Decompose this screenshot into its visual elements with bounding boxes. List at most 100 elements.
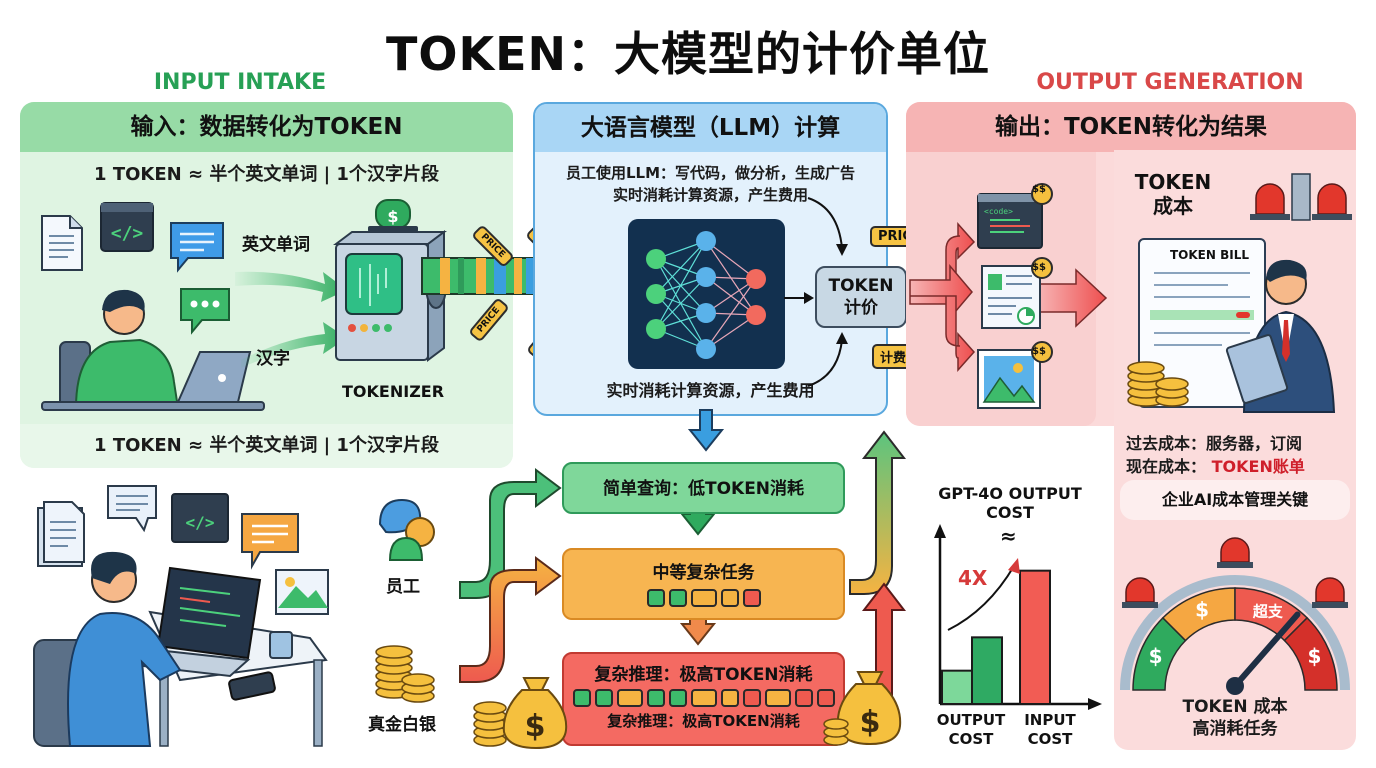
gauge-segment-label: $ [1149,644,1163,668]
nn-node [696,303,716,323]
complex-reasoning-box: 复杂推理：极高TOKEN消耗 复杂推理：极高TOKEN消耗 [562,652,845,746]
token-cost-panel: TOKEN 成本 TOKEN BILL 过去成本：服务器，订阅 现在成本： T [1114,150,1356,750]
cost-comparison-chart [934,524,1102,710]
x-tick-line: COST [1027,730,1073,748]
token-block [690,689,717,707]
token-cost-title-line1: TOKEN [1134,170,1212,194]
up-arrow [861,582,907,701]
nn-connection [705,278,757,350]
tokenizer-label: TOKENIZER [342,382,445,401]
image-bubble-icon [275,569,329,615]
cost-money-badge: $$ [1032,184,1046,195]
message-bubble-icon [241,513,299,570]
cost-money-badge: $$ [1032,346,1046,357]
input-footer: 1 TOKEN ≈ 半个英文单词 | 1个汉字片段 [20,424,513,468]
complex-token-bar [564,689,843,707]
token-pricing-line1: TOKEN [828,276,894,296]
tokenizer-machine-icon: $ [333,199,447,362]
nn-connection [705,240,757,280]
nn-connection [655,240,707,330]
nn-connection [655,240,707,295]
x-tick-label-input: INPUT COST [1014,711,1086,749]
llm-to-pricing-arrows [784,197,848,387]
past-cost-row: 过去成本：服务器，订阅 [1126,430,1302,454]
token-block [646,689,665,707]
person-laptop-icon [41,289,265,411]
alarm-base [1217,562,1253,568]
gauge-hub [1226,677,1244,695]
token-block [646,589,665,607]
input-arrows [235,271,347,368]
cost-gauge: $$超支$ [1120,537,1350,695]
llm-panel: 大语言模型（LLM）计算 员工使用LLM：写代码，做分析，生成广告 实时消耗计算… [533,102,888,416]
past-cost-label: 过去成本： [1126,434,1207,453]
input-panel-header: 输入：数据转化为TOKEN [20,102,513,152]
token-block [594,689,613,707]
token-equation-bottom: 1 TOKEN ≈ 半个英文单词 | 1个汉字片段 [94,435,439,456]
multiplier-arrowhead [1008,558,1020,574]
nn-connection [705,314,757,350]
token-block [816,689,835,707]
arrow-chinese [241,322,347,368]
document-icon [41,215,83,271]
chinese-char-label: 汉字 [256,349,290,369]
alarm-light-icon [1220,537,1250,563]
current-cost-row: 现在成本： TOKEN账单 [1126,453,1305,477]
token-block [794,689,813,707]
llm-panel-header: 大语言模型（LLM）计算 [535,104,886,152]
gauge-caption: TOKEN 成本 高消耗任务 [1114,696,1356,740]
alarm-base [1122,602,1158,608]
money-label: 真金白银 [368,715,436,735]
gauge-segment-label: 超支 [1252,603,1284,621]
money-bag-icon: $ [823,671,902,746]
token-block [720,589,739,607]
multiplier-label: 4X [958,566,988,590]
simple-query-box: 简单查询：低TOKEN消耗 [562,462,845,514]
alarm-base [1312,602,1348,608]
current-cost-label: 现在成本： [1126,457,1207,476]
page-title: TOKEN：大模型的计价单位 [385,27,991,81]
input-intake-label: INPUT INTAKE [153,70,327,95]
token-block [742,689,761,707]
laptop-icon [156,566,262,660]
image-output-icon [977,341,1053,409]
cost-money-badge: $$ [1032,262,1046,273]
svg-text:<code>: <code> [984,207,1013,216]
employee-icon [378,498,435,561]
alarm-light-icon [1125,577,1155,603]
token-block [616,689,643,707]
code-window-icon: </> [100,202,154,252]
medium-task-box: 中等复杂任务 [562,548,845,620]
token-pricing-line2: 计价 [844,298,878,318]
past-cost-value: 服务器，订阅 [1206,434,1303,453]
nn-node [746,269,766,289]
complex-reasoning-sublabel: 复杂推理：极高TOKEN消耗 [607,712,800,730]
document-icon [37,501,85,567]
employee-label: 员工 [386,577,420,597]
x-tick-line: COST [948,730,994,748]
output-fanout-arrows [909,222,1108,372]
nn-node [696,267,716,287]
x-axis-arrow [1088,698,1102,710]
gauge-segment-label: $ [1195,598,1209,622]
output-generation-label: OUTPUT GENERATION [1036,70,1304,95]
nn-node [646,249,666,269]
businessman-icon [1225,259,1336,413]
enterprise-ai-cost-key: 企业AI成本管理关键 [1120,480,1350,520]
chat-bubble-icon [107,485,157,533]
medium-task-label: 中等复杂任务 [652,563,755,583]
multiplier-arrow [947,565,1015,631]
llm-usage-text: 员工使用LLM：写代码，做分析，生成广告 [565,164,856,182]
nn-node [646,319,666,339]
phone-icon [228,671,276,701]
report-output-icon [981,257,1053,329]
token-block [668,689,687,707]
y-axis-arrow [934,524,946,538]
nn-node [646,284,666,304]
token-segment [476,258,486,294]
token-block [764,689,791,707]
code-window-icon [171,493,229,543]
alarm-lights-icon [1250,173,1352,221]
x-tick-label-output: OUTPUT COST [930,711,1012,749]
money-arrow [459,556,562,683]
